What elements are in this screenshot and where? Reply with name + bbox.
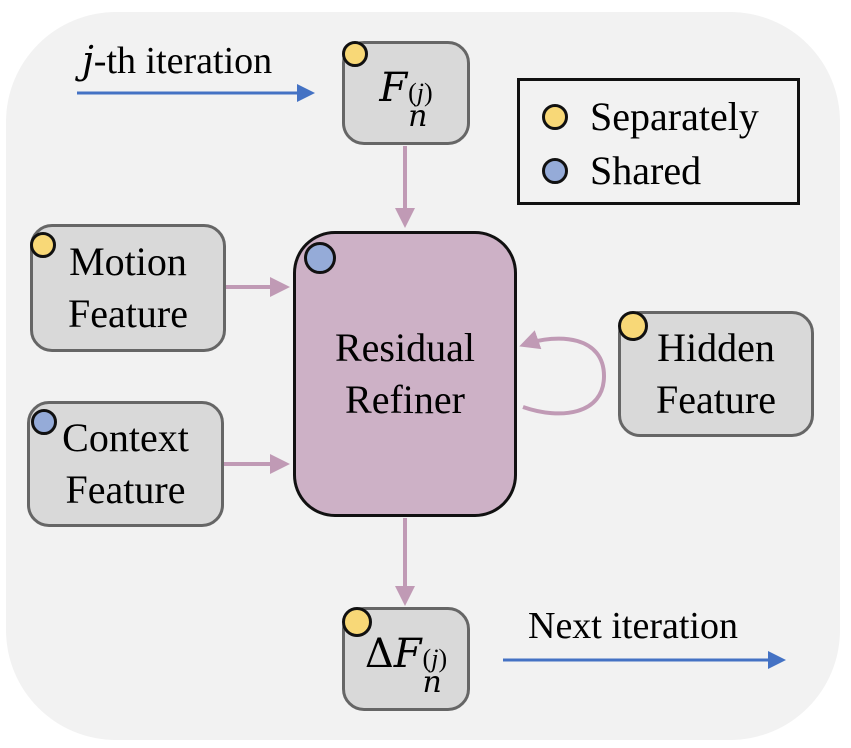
node-label-line1: Context	[62, 415, 189, 460]
separately-marker-icon	[342, 607, 372, 637]
blue-circle-icon	[542, 157, 568, 184]
output-delta-formula: Δ F (j) n	[364, 631, 448, 700]
formula-base: F	[379, 65, 408, 111]
iteration-text: -th iteration	[93, 40, 273, 82]
input-state-node[interactable]: F (j) n	[342, 41, 470, 145]
paren-close: )	[438, 644, 448, 673]
legend: Separately Shared	[517, 78, 800, 205]
formula-base: F	[393, 631, 422, 677]
shared-marker-icon	[31, 409, 57, 435]
legend-label: Shared	[590, 148, 702, 193]
separately-marker-icon	[342, 41, 368, 67]
legend-item-separately: Separately	[542, 93, 759, 140]
hidden-state-loop-arrow	[519, 330, 607, 416]
formula-subscript: n	[408, 99, 428, 134]
node-label-line1: Hidden	[657, 325, 775, 370]
refiner-label-line1: Residual	[335, 325, 475, 370]
paren-open: (	[422, 644, 432, 673]
node-label-line1: Motion	[69, 239, 187, 284]
yellow-circle-icon	[542, 103, 568, 130]
legend-label: Separately	[590, 94, 759, 139]
iteration-variable: j	[82, 38, 94, 82]
paren-open: (	[408, 78, 417, 107]
node-label-line2: Feature	[65, 467, 186, 512]
hidden-feature-node[interactable]: Hidden Feature	[618, 311, 814, 437]
iteration-in-label: j-th iteration	[82, 38, 272, 83]
residual-refiner-node[interactable]: Residual Refiner	[293, 231, 517, 517]
formula-superscript: (j)	[408, 80, 433, 106]
shared-marker-icon	[304, 242, 336, 274]
node-label-line2: Feature	[68, 291, 188, 336]
sup-var: j	[431, 644, 439, 673]
motion-feature-node[interactable]: Motion Feature	[30, 224, 226, 352]
node-label-line2: Feature	[656, 377, 776, 422]
input-state-formula: F (j) n	[379, 65, 433, 134]
sup-var: j	[416, 78, 424, 107]
delta-symbol: Δ	[364, 631, 394, 677]
formula-indices: (j) n	[408, 80, 433, 134]
formula-indices: (j) n	[422, 646, 448, 700]
separately-marker-icon	[618, 311, 648, 341]
output-delta-node[interactable]: Δ F (j) n	[342, 607, 470, 711]
refiner-label-line2: Refiner	[345, 377, 465, 422]
legend-item-shared: Shared	[542, 147, 701, 194]
paren-close: )	[424, 78, 433, 107]
next-iteration-label: Next iteration	[528, 605, 738, 647]
formula-subscript: n	[422, 665, 442, 700]
context-feature-node[interactable]: Context Feature	[27, 401, 224, 527]
formula-superscript: (j)	[423, 646, 448, 672]
separately-marker-icon	[30, 232, 56, 258]
